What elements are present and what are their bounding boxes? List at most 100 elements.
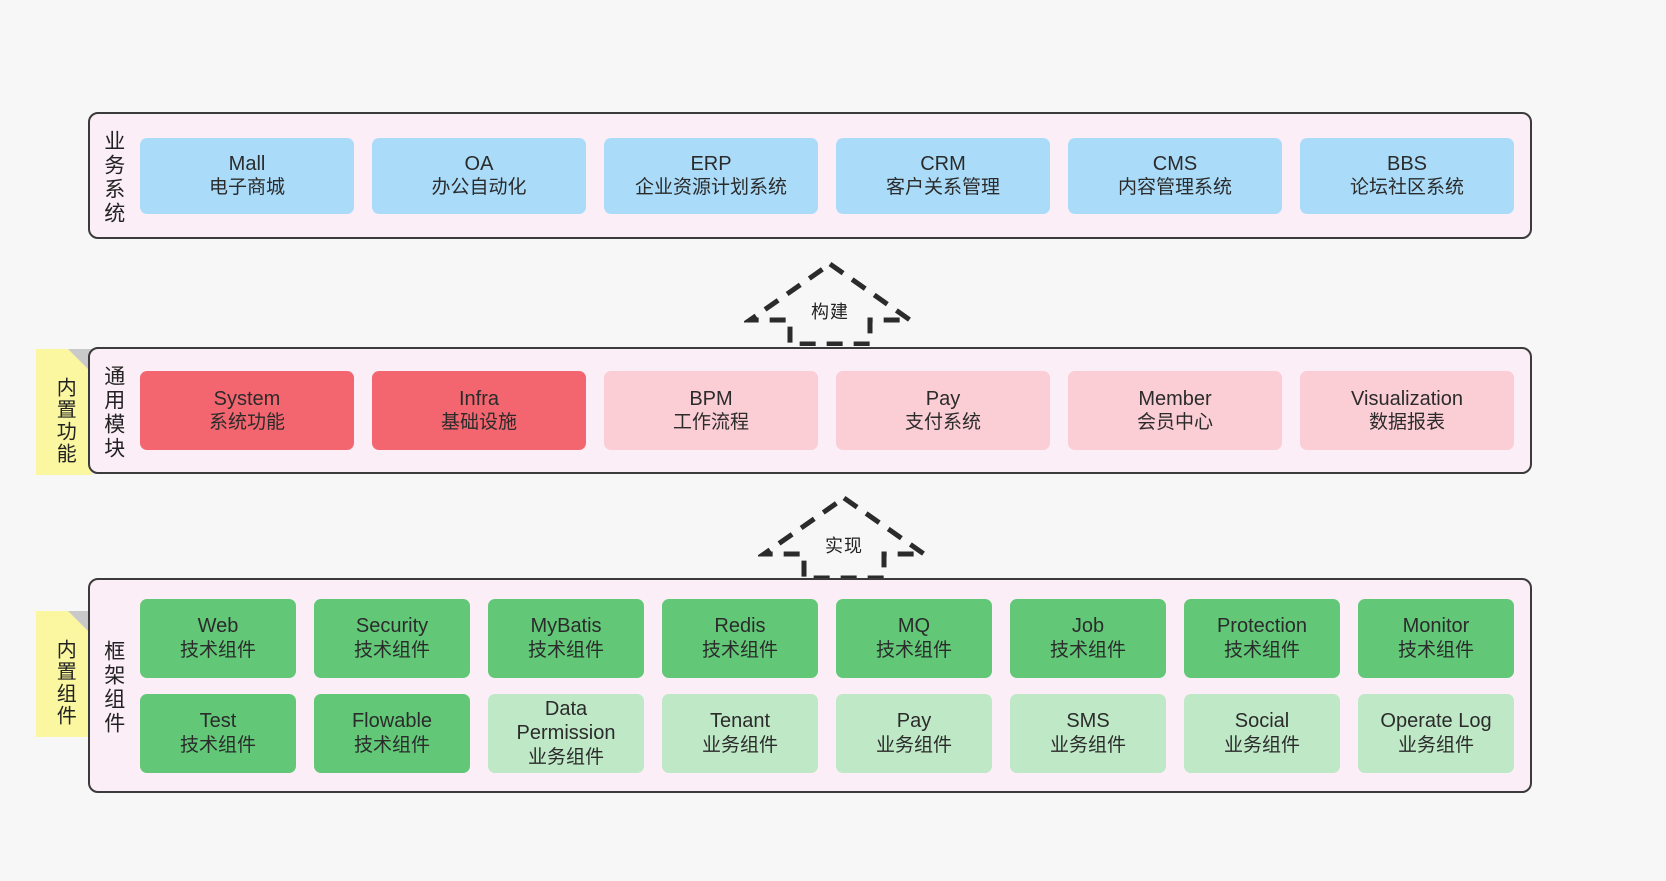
card-row: System 系统功能 Infra 基础设施 BPM 工作流程 Pay 支付系统… (140, 371, 1514, 450)
card-subtitle: 技术组件 (701, 639, 778, 661)
card-subtitle: 技术组件 (1397, 639, 1474, 661)
card-cms[interactable]: CMS 内容管理系统 (1068, 137, 1282, 214)
panel-body-framework: Web 技术组件 Security 技术组件 MyBatis 技术组件 Redi… (136, 580, 1530, 791)
card-infra[interactable]: Infra 基础设施 (372, 371, 586, 450)
card-title: Pay (896, 710, 932, 733)
card-job[interactable]: Job 技术组件 (1010, 598, 1166, 678)
card-subtitle: 内容管理系统 (1117, 177, 1232, 199)
card-subtitle: 技术组件 (1223, 639, 1300, 661)
card-title: Tenant (709, 710, 771, 733)
note-builtin-function: 内置功能 (36, 349, 92, 475)
card-title: Member (1138, 387, 1212, 410)
panel-title-common: 通用模块 (101, 364, 125, 461)
panel-common-module: 通用模块 System 系统功能 Infra 基础设施 BPM 工作流程 Pay… (88, 347, 1532, 474)
card-subtitle: 技术组件 (875, 639, 952, 661)
card-erp[interactable]: ERP 企业资源计划系统 (604, 137, 818, 214)
card-subtitle: 技术组件 (353, 734, 430, 756)
card-pay-component[interactable]: Pay 业务组件 (836, 693, 992, 773)
card-subtitle: 业务组件 (527, 746, 604, 768)
card-web[interactable]: Web 技术组件 (140, 598, 296, 678)
card-tenant[interactable]: Tenant 业务组件 (662, 693, 818, 773)
card-protection[interactable]: Protection 技术组件 (1184, 598, 1340, 678)
card-title: Job (1071, 615, 1105, 638)
card-subtitle: 业务组件 (875, 734, 952, 756)
card-title: Security (355, 615, 429, 638)
card-subtitle: 技术组件 (353, 639, 430, 661)
card-member[interactable]: Member 会员中心 (1068, 371, 1282, 450)
card-operate-log[interactable]: Operate Log 业务组件 (1358, 693, 1514, 773)
card-title: Social (1234, 710, 1290, 733)
panel-framework-component: 框架组件 Web 技术组件 Security 技术组件 MyBatis 技术组件… (88, 578, 1532, 793)
panel-body-business: Mall 电子商城 OA 办公自动化 ERP 企业资源计划系统 CRM 客户关系… (136, 114, 1530, 237)
card-social[interactable]: Social 业务组件 (1184, 693, 1340, 773)
card-subtitle: 业务组件 (1223, 734, 1300, 756)
card-subtitle: 基础设施 (440, 412, 517, 434)
card-mall[interactable]: Mall 电子商城 (140, 137, 354, 214)
panel-body-common: System 系统功能 Infra 基础设施 BPM 工作流程 Pay 支付系统… (136, 349, 1530, 472)
card-title: MyBatis (530, 615, 602, 638)
card-title: Pay (925, 387, 961, 410)
card-title: Visualization (1351, 387, 1463, 410)
card-row: Test 技术组件 Flowable 技术组件 Data Permission … (140, 693, 1514, 773)
card-title: Test (199, 710, 237, 733)
card-title: BPM (689, 387, 733, 410)
card-title: ERP (690, 152, 732, 175)
card-subtitle: 论坛社区系统 (1349, 177, 1464, 199)
card-bpm[interactable]: BPM 工作流程 (604, 371, 818, 450)
card-flowable[interactable]: Flowable 技术组件 (314, 693, 470, 773)
card-test[interactable]: Test 技术组件 (140, 693, 296, 773)
card-title: CRM (920, 152, 966, 175)
card-title: BBS (1386, 152, 1428, 175)
card-sms[interactable]: SMS 业务组件 (1010, 693, 1166, 773)
arrow-build-up: 构建 (742, 258, 918, 347)
arrow-implement-up: 实现 (756, 492, 932, 581)
card-crm[interactable]: CRM 客户关系管理 (836, 137, 1050, 214)
panel-title-framework: 框架组件 (101, 639, 125, 736)
card-subtitle: 电子商城 (208, 177, 285, 199)
card-subtitle: 技术组件 (179, 734, 256, 756)
card-title: Operate Log (1380, 710, 1492, 733)
card-title: Data Permission (516, 698, 616, 745)
card-subtitle: 工作流程 (672, 412, 749, 434)
card-redis[interactable]: Redis 技术组件 (662, 598, 818, 678)
panel-business-system: 业务系统 Mall 电子商城 OA 办公自动化 ERP 企业资源计划系统 CRM… (88, 112, 1532, 239)
card-subtitle: 客户关系管理 (885, 177, 1000, 199)
card-title: MQ (897, 615, 931, 638)
card-title: Monitor (1402, 615, 1470, 638)
card-subtitle: 业务组件 (1397, 734, 1474, 756)
card-title: SMS (1066, 710, 1110, 733)
dashed-hollow-arrow-icon (742, 260, 918, 347)
note-label: 内置功能 (53, 377, 76, 465)
card-monitor[interactable]: Monitor 技术组件 (1358, 598, 1514, 678)
card-subtitle: 系统功能 (208, 412, 285, 434)
arrow-implement-label: 实现 (825, 536, 863, 556)
card-title: Protection (1216, 615, 1308, 638)
card-mybatis[interactable]: MyBatis 技术组件 (488, 598, 644, 678)
card-subtitle: 会员中心 (1136, 412, 1213, 434)
panel-title-business: 业务系统 (101, 129, 125, 226)
card-title: OA (464, 152, 494, 175)
card-title: Infra (458, 387, 500, 410)
card-row: Web 技术组件 Security 技术组件 MyBatis 技术组件 Redi… (140, 598, 1514, 678)
card-data-permission[interactable]: Data Permission 业务组件 (488, 693, 644, 773)
card-subtitle: 业务组件 (1049, 734, 1126, 756)
card-bbs[interactable]: BBS 论坛社区系统 (1300, 137, 1514, 214)
card-title: Redis (714, 615, 766, 638)
card-visualization[interactable]: Visualization 数据报表 (1300, 371, 1514, 450)
arrow-build-label: 构建 (811, 302, 849, 322)
card-title: CMS (1152, 152, 1198, 175)
note-label: 内置组件 (53, 639, 76, 727)
card-title: Flowable (351, 710, 433, 733)
card-title: Web (197, 615, 239, 638)
card-oa[interactable]: OA 办公自动化 (372, 137, 586, 214)
card-mq[interactable]: MQ 技术组件 (836, 598, 992, 678)
card-subtitle: 办公自动化 (431, 177, 527, 199)
card-subtitle: 企业资源计划系统 (634, 177, 787, 199)
card-security[interactable]: Security 技术组件 (314, 598, 470, 678)
card-system[interactable]: System 系统功能 (140, 371, 354, 450)
card-subtitle: 技术组件 (179, 639, 256, 661)
card-row: Mall 电子商城 OA 办公自动化 ERP 企业资源计划系统 CRM 客户关系… (140, 137, 1514, 214)
card-subtitle: 技术组件 (527, 639, 604, 661)
card-pay-module[interactable]: Pay 支付系统 (836, 371, 1050, 450)
